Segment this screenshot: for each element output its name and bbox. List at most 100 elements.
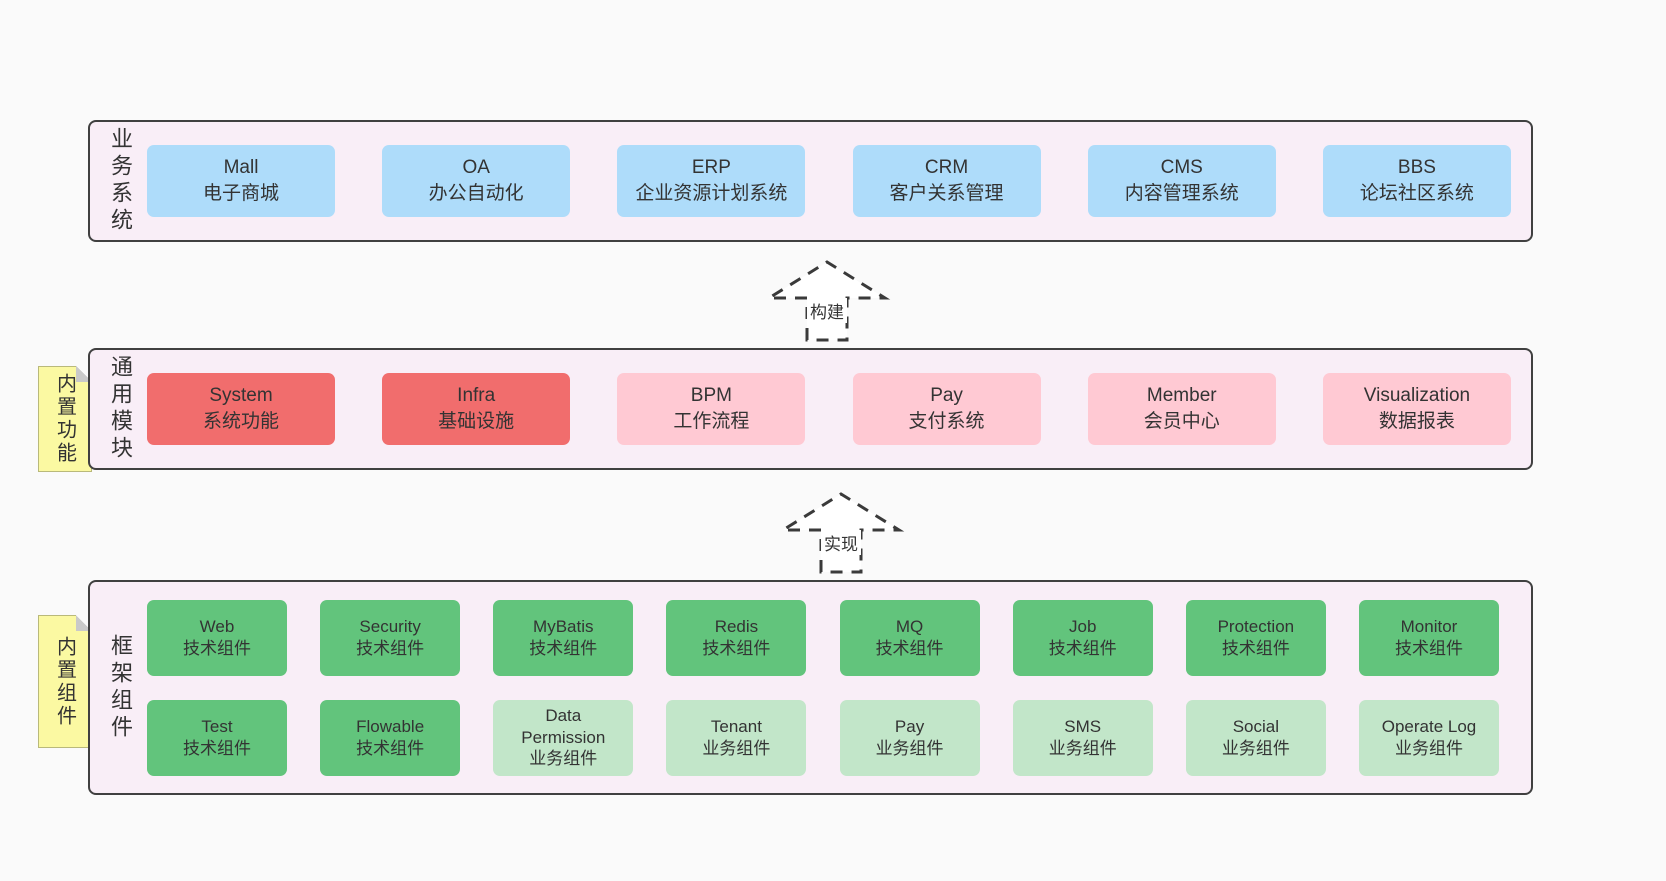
box-title: Tenant <box>710 716 762 736</box>
box-title: Security <box>359 616 421 636</box>
box-infra: Infra 基础设施 <box>382 373 571 445</box>
common-modules-row: System 系统功能 Infra 基础设施 BPM 工作流程 Pay 支付系统… <box>147 373 1511 445</box>
box-title: Protection <box>1217 616 1295 636</box>
box-subtitle: 技术组件 <box>1048 638 1117 658</box>
box-subtitle: 论坛社区系统 <box>1359 183 1474 204</box>
note-builtin-components: 内置组件 <box>38 615 92 748</box>
framework-components-row-2: Test 技术组件 Flowable 技术组件 Data Permission … <box>147 699 1499 776</box>
box-subtitle: 企业资源计划系统 <box>635 183 788 204</box>
box-title: CRM <box>924 157 969 179</box>
box-data-permission: Data Permission 业务组件 <box>493 699 634 776</box>
box-title: Pay <box>894 716 925 736</box>
box-subtitle: 技术组件 <box>702 638 771 658</box>
box-subtitle: 业务组件 <box>1221 738 1290 758</box>
box-subtitle: 支付系统 <box>908 411 985 432</box>
box-flowable: Flowable 技术组件 <box>320 699 461 776</box>
box-title: Web <box>199 616 235 636</box>
layer-label-common-modules: 通用模块 <box>108 355 133 463</box>
box-security: Security 技术组件 <box>320 599 461 676</box>
box-pay-biz: Pay 业务组件 <box>839 699 980 776</box>
box-title: Mall <box>223 157 259 179</box>
implement-arrow-label: 实现 <box>821 530 861 555</box>
box-title: Member <box>1146 385 1217 407</box>
box-subtitle: 技术组件 <box>356 638 425 658</box>
implement-arrow: 实现 <box>771 488 911 574</box>
box-subtitle: 技术组件 <box>875 638 944 658</box>
box-subtitle: 数据报表 <box>1378 411 1455 432</box>
box-subtitle: 业务组件 <box>702 738 771 758</box>
box-subtitle: 系统功能 <box>202 411 279 432</box>
build-arrow: 构建 <box>757 256 897 342</box>
box-title: ERP <box>691 157 731 179</box>
box-title: Monitor <box>1400 616 1458 636</box>
box-subtitle: 会员中心 <box>1143 411 1220 432</box>
note-label: 内置功能 <box>53 373 76 465</box>
framework-components-row-1: Web 技术组件 Security 技术组件 MyBatis 技术组件 Redi… <box>147 599 1499 676</box>
box-subtitle: 技术组件 <box>356 738 425 758</box>
box-subtitle: 办公自动化 <box>428 183 524 204</box>
box-title: System <box>209 385 273 407</box>
box-redis: Redis 技术组件 <box>666 599 807 676</box>
box-crm: CRM 客户关系管理 <box>852 145 1041 217</box>
box-social: Social 业务组件 <box>1185 699 1326 776</box>
box-sms: SMS 业务组件 <box>1012 699 1153 776</box>
box-title: BBS <box>1397 157 1436 179</box>
box-title: SMS <box>1064 716 1102 736</box>
build-arrow-label: 构建 <box>807 298 847 323</box>
box-title: Job <box>1068 616 1097 636</box>
box-subtitle: 业务组件 <box>1048 738 1117 758</box>
box-subtitle: 业务组件 <box>1394 738 1463 758</box>
box-web: Web 技术组件 <box>147 599 287 676</box>
box-title: Redis <box>714 616 759 636</box>
box-subtitle: 内容管理系统 <box>1124 183 1239 204</box>
box-test: Test 技术组件 <box>147 699 287 776</box>
box-bbs: BBS 论坛社区系统 <box>1322 145 1511 217</box>
box-subtitle: 业务组件 <box>529 749 598 769</box>
box-monitor: Monitor 技术组件 <box>1358 599 1499 676</box>
box-title: MyBatis <box>533 616 594 636</box>
box-job: Job 技术组件 <box>1012 599 1153 676</box>
box-system: System 系统功能 <box>147 373 335 445</box>
note-builtin-features: 内置功能 <box>38 366 92 472</box>
box-subtitle: 电子商城 <box>202 183 279 204</box>
box-subtitle: 技术组件 <box>1394 638 1463 658</box>
layer-framework-components: 框架组件 Web 技术组件 Security 技术组件 MyBatis 技术组件… <box>88 580 1533 795</box>
box-subtitle: 技术组件 <box>1221 638 1290 658</box>
box-oa: OA 办公自动化 <box>382 145 571 217</box>
box-title: MQ <box>895 616 924 636</box>
layer-common-modules: 通用模块 System 系统功能 Infra 基础设施 BPM 工作流程 Pay… <box>88 348 1533 470</box>
box-title: BPM <box>690 385 732 407</box>
layer-label-framework-components: 框架组件 <box>108 633 133 742</box>
layer-business-systems: 业务系统 Mall 电子商城 OA 办公自动化 ERP 企业资源计划系统 CRM… <box>88 120 1533 242</box>
box-title: OA <box>462 157 490 179</box>
box-title: CMS <box>1160 157 1203 179</box>
box-subtitle: 技术组件 <box>183 638 251 658</box>
box-pay: Pay 支付系统 <box>852 373 1041 445</box>
note-label: 内置组件 <box>53 635 76 728</box>
box-visualization: Visualization 数据报表 <box>1322 373 1511 445</box>
box-tenant: Tenant 业务组件 <box>666 699 807 776</box>
box-mq: MQ 技术组件 <box>839 599 980 676</box>
box-bpm: BPM 工作流程 <box>617 373 806 445</box>
box-member: Member 会员中心 <box>1087 373 1276 445</box>
box-subtitle: 技术组件 <box>183 738 251 758</box>
box-operate-log: Operate Log 业务组件 <box>1358 699 1499 776</box>
box-subtitle: 客户关系管理 <box>889 183 1004 204</box>
box-cms: CMS 内容管理系统 <box>1087 145 1276 217</box>
box-title: Data Permission <box>521 705 606 747</box>
box-subtitle: 技术组件 <box>529 638 598 658</box>
box-mybatis: MyBatis 技术组件 <box>493 599 634 676</box>
box-title: Test <box>201 716 233 736</box>
box-title: Pay <box>930 385 963 407</box>
box-mall: Mall 电子商城 <box>147 145 335 217</box>
box-protection: Protection 技术组件 <box>1185 599 1326 676</box>
layer-label-business-systems: 业务系统 <box>108 127 133 235</box>
box-title: Social <box>1232 716 1279 736</box>
box-title: Flowable <box>356 716 425 736</box>
box-title: Operate Log <box>1381 716 1477 736</box>
box-title: Visualization <box>1363 385 1471 407</box>
box-subtitle: 业务组件 <box>875 738 944 758</box>
business-systems-row: Mall 电子商城 OA 办公自动化 ERP 企业资源计划系统 CRM 客户关系… <box>147 145 1511 217</box>
box-subtitle: 工作流程 <box>673 411 750 432</box>
box-title: Infra <box>457 385 496 407</box>
